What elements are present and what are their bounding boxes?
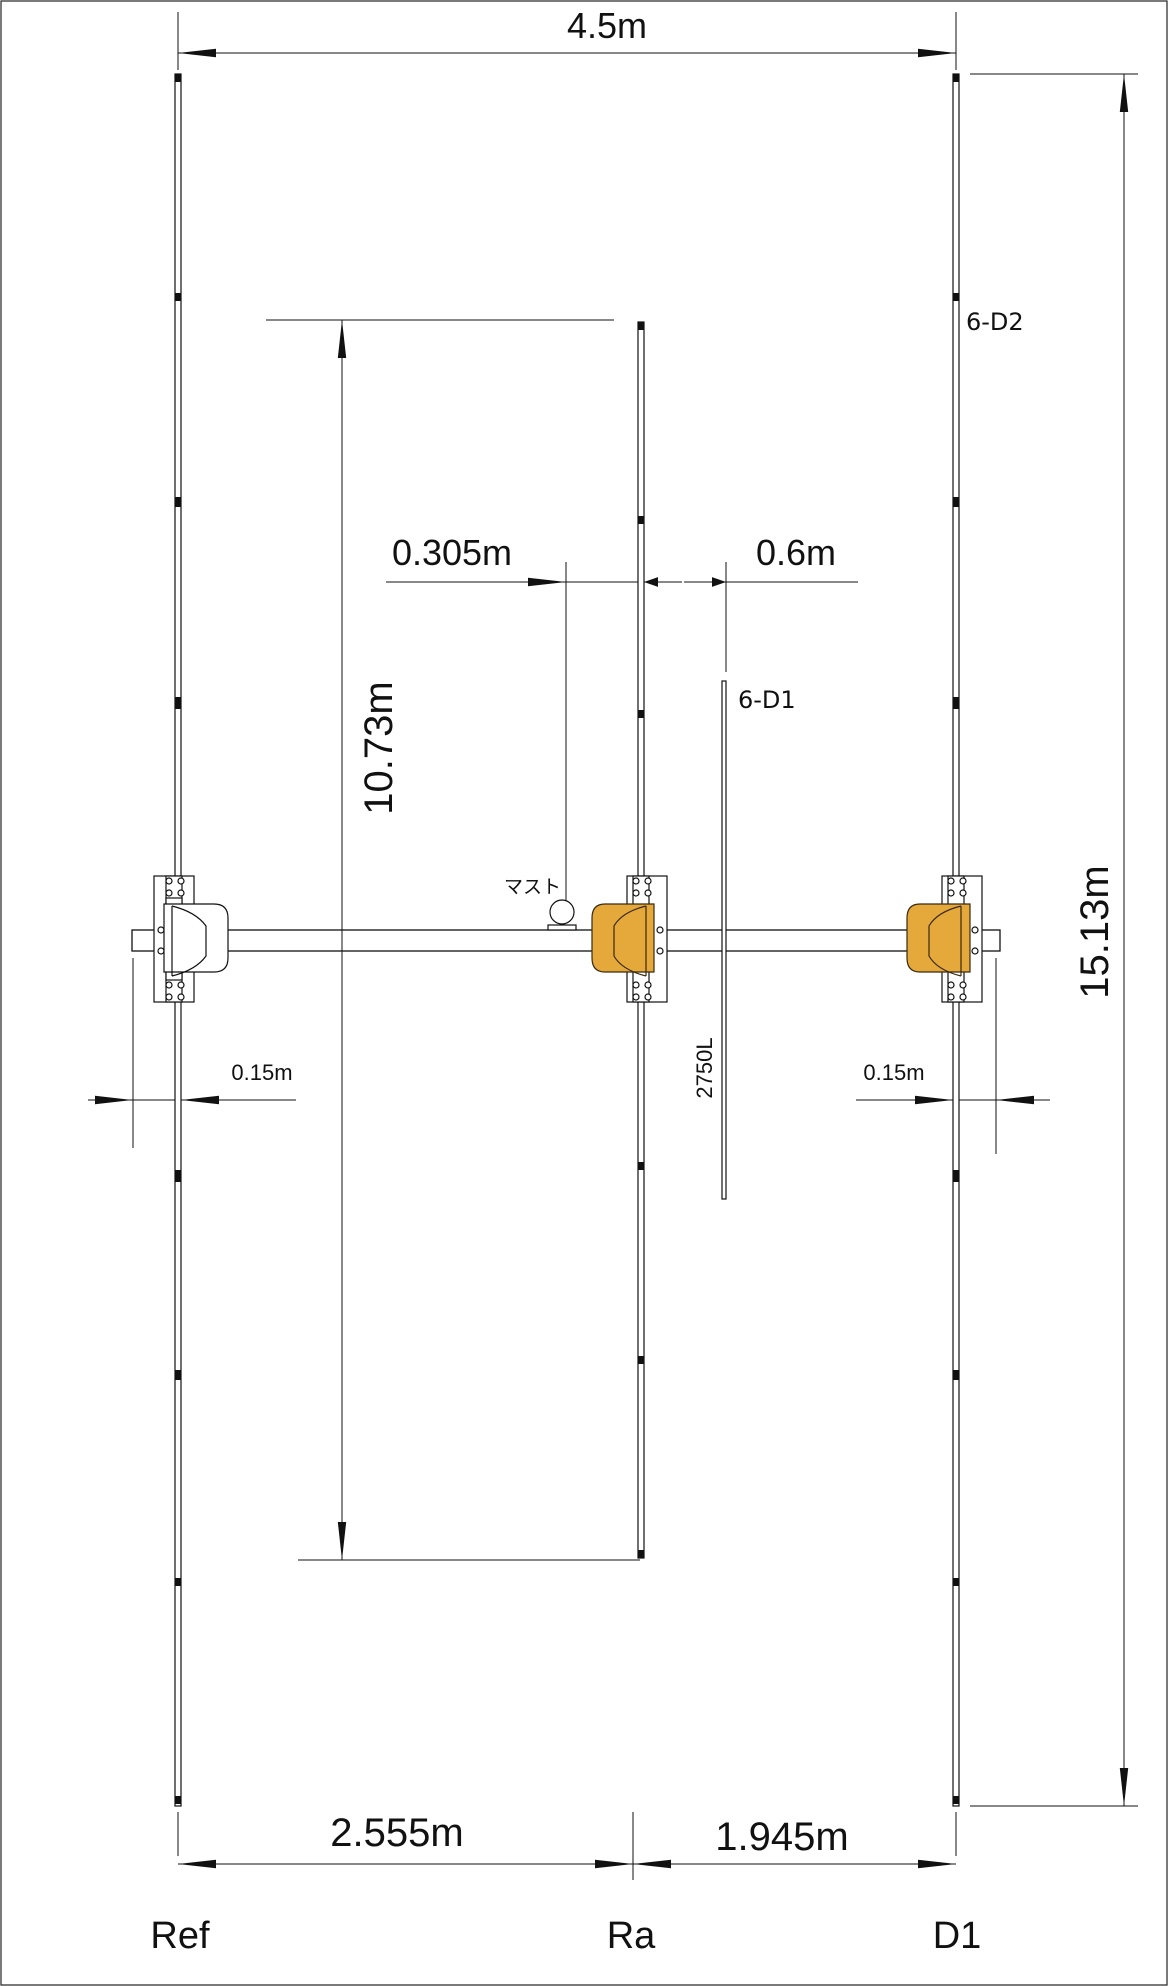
d1-mount-bracket bbox=[906, 875, 983, 1003]
overall-width-label: 4.5m bbox=[567, 5, 647, 46]
mast-label: マスト bbox=[504, 876, 561, 898]
ref-to-ra-label: 2.555m bbox=[330, 1811, 463, 1855]
director-long-label: 6-D2 bbox=[966, 308, 1024, 336]
radiator-length-label: 10.73m bbox=[357, 681, 401, 814]
mast-symbol bbox=[547, 899, 577, 931]
left-clearance-label: 0.15m bbox=[231, 1060, 292, 1085]
director-short-label: 6-D1 bbox=[738, 686, 796, 714]
right-clearance-label: 0.15m bbox=[863, 1060, 924, 1085]
element-length-label: 2750L bbox=[692, 1037, 717, 1098]
d1-element-label: D1 bbox=[933, 1915, 982, 1957]
ref-mount-bracket bbox=[153, 875, 229, 1003]
ref-element-label: Ref bbox=[150, 1915, 210, 1957]
d1-short-director bbox=[721, 680, 727, 1200]
boom bbox=[131, 929, 1001, 952]
ra-element-label: Ra bbox=[607, 1915, 656, 1957]
ra-to-d1-label: 1.945m bbox=[715, 1815, 848, 1859]
d1-spacing-label: 0.6m bbox=[756, 532, 836, 573]
overall-length-label: 15.13m bbox=[1073, 865, 1117, 998]
ra-feed-insulator bbox=[591, 875, 668, 1003]
mast-offset-label: 0.305m bbox=[392, 532, 512, 573]
